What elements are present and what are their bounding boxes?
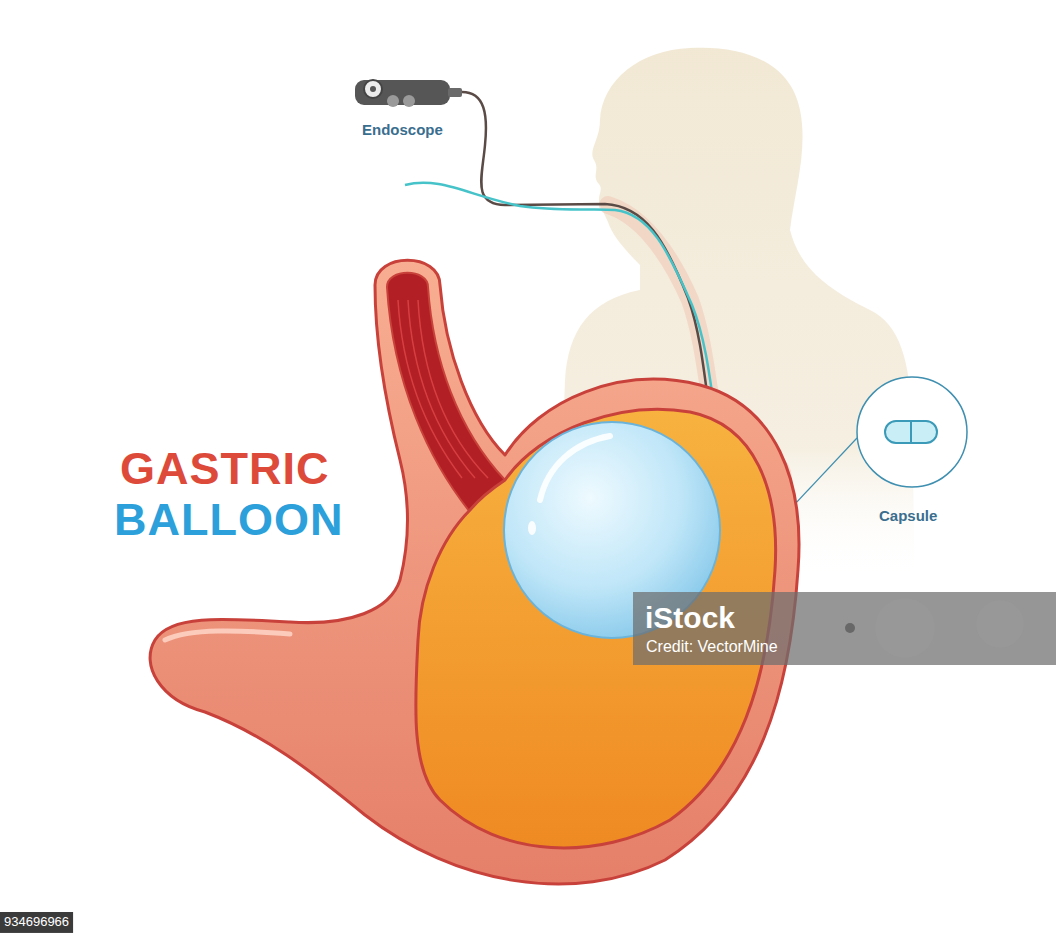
watermark-credit: Credit: VectorMine [646,638,778,656]
balloon-gloss-dot [528,521,536,535]
capsule-icon [885,421,937,443]
stomach-cavity [416,409,776,848]
stomach-wall [150,260,799,884]
watermark-band [633,592,1056,665]
endoscope-label: Endoscope [362,121,443,138]
endoscope-handle [355,80,462,107]
title-word: BALLOON [114,494,343,546]
esophagus-stripes [398,300,488,478]
watermark-logo: iStock [645,601,735,636]
esophagus-lumen [387,273,505,512]
capsule-callout-circle [857,377,967,487]
watermark-dot [845,623,855,633]
watermark-circle [976,600,1024,648]
watermark-circle [875,598,935,658]
image-id: 934696966 [4,915,69,930]
balloon-gloss [540,436,610,500]
duodenum-highlight [165,631,290,640]
image-id-box [0,912,73,933]
capsule-label: Capsule [879,507,937,524]
title-word: GASTRIC [120,443,330,495]
